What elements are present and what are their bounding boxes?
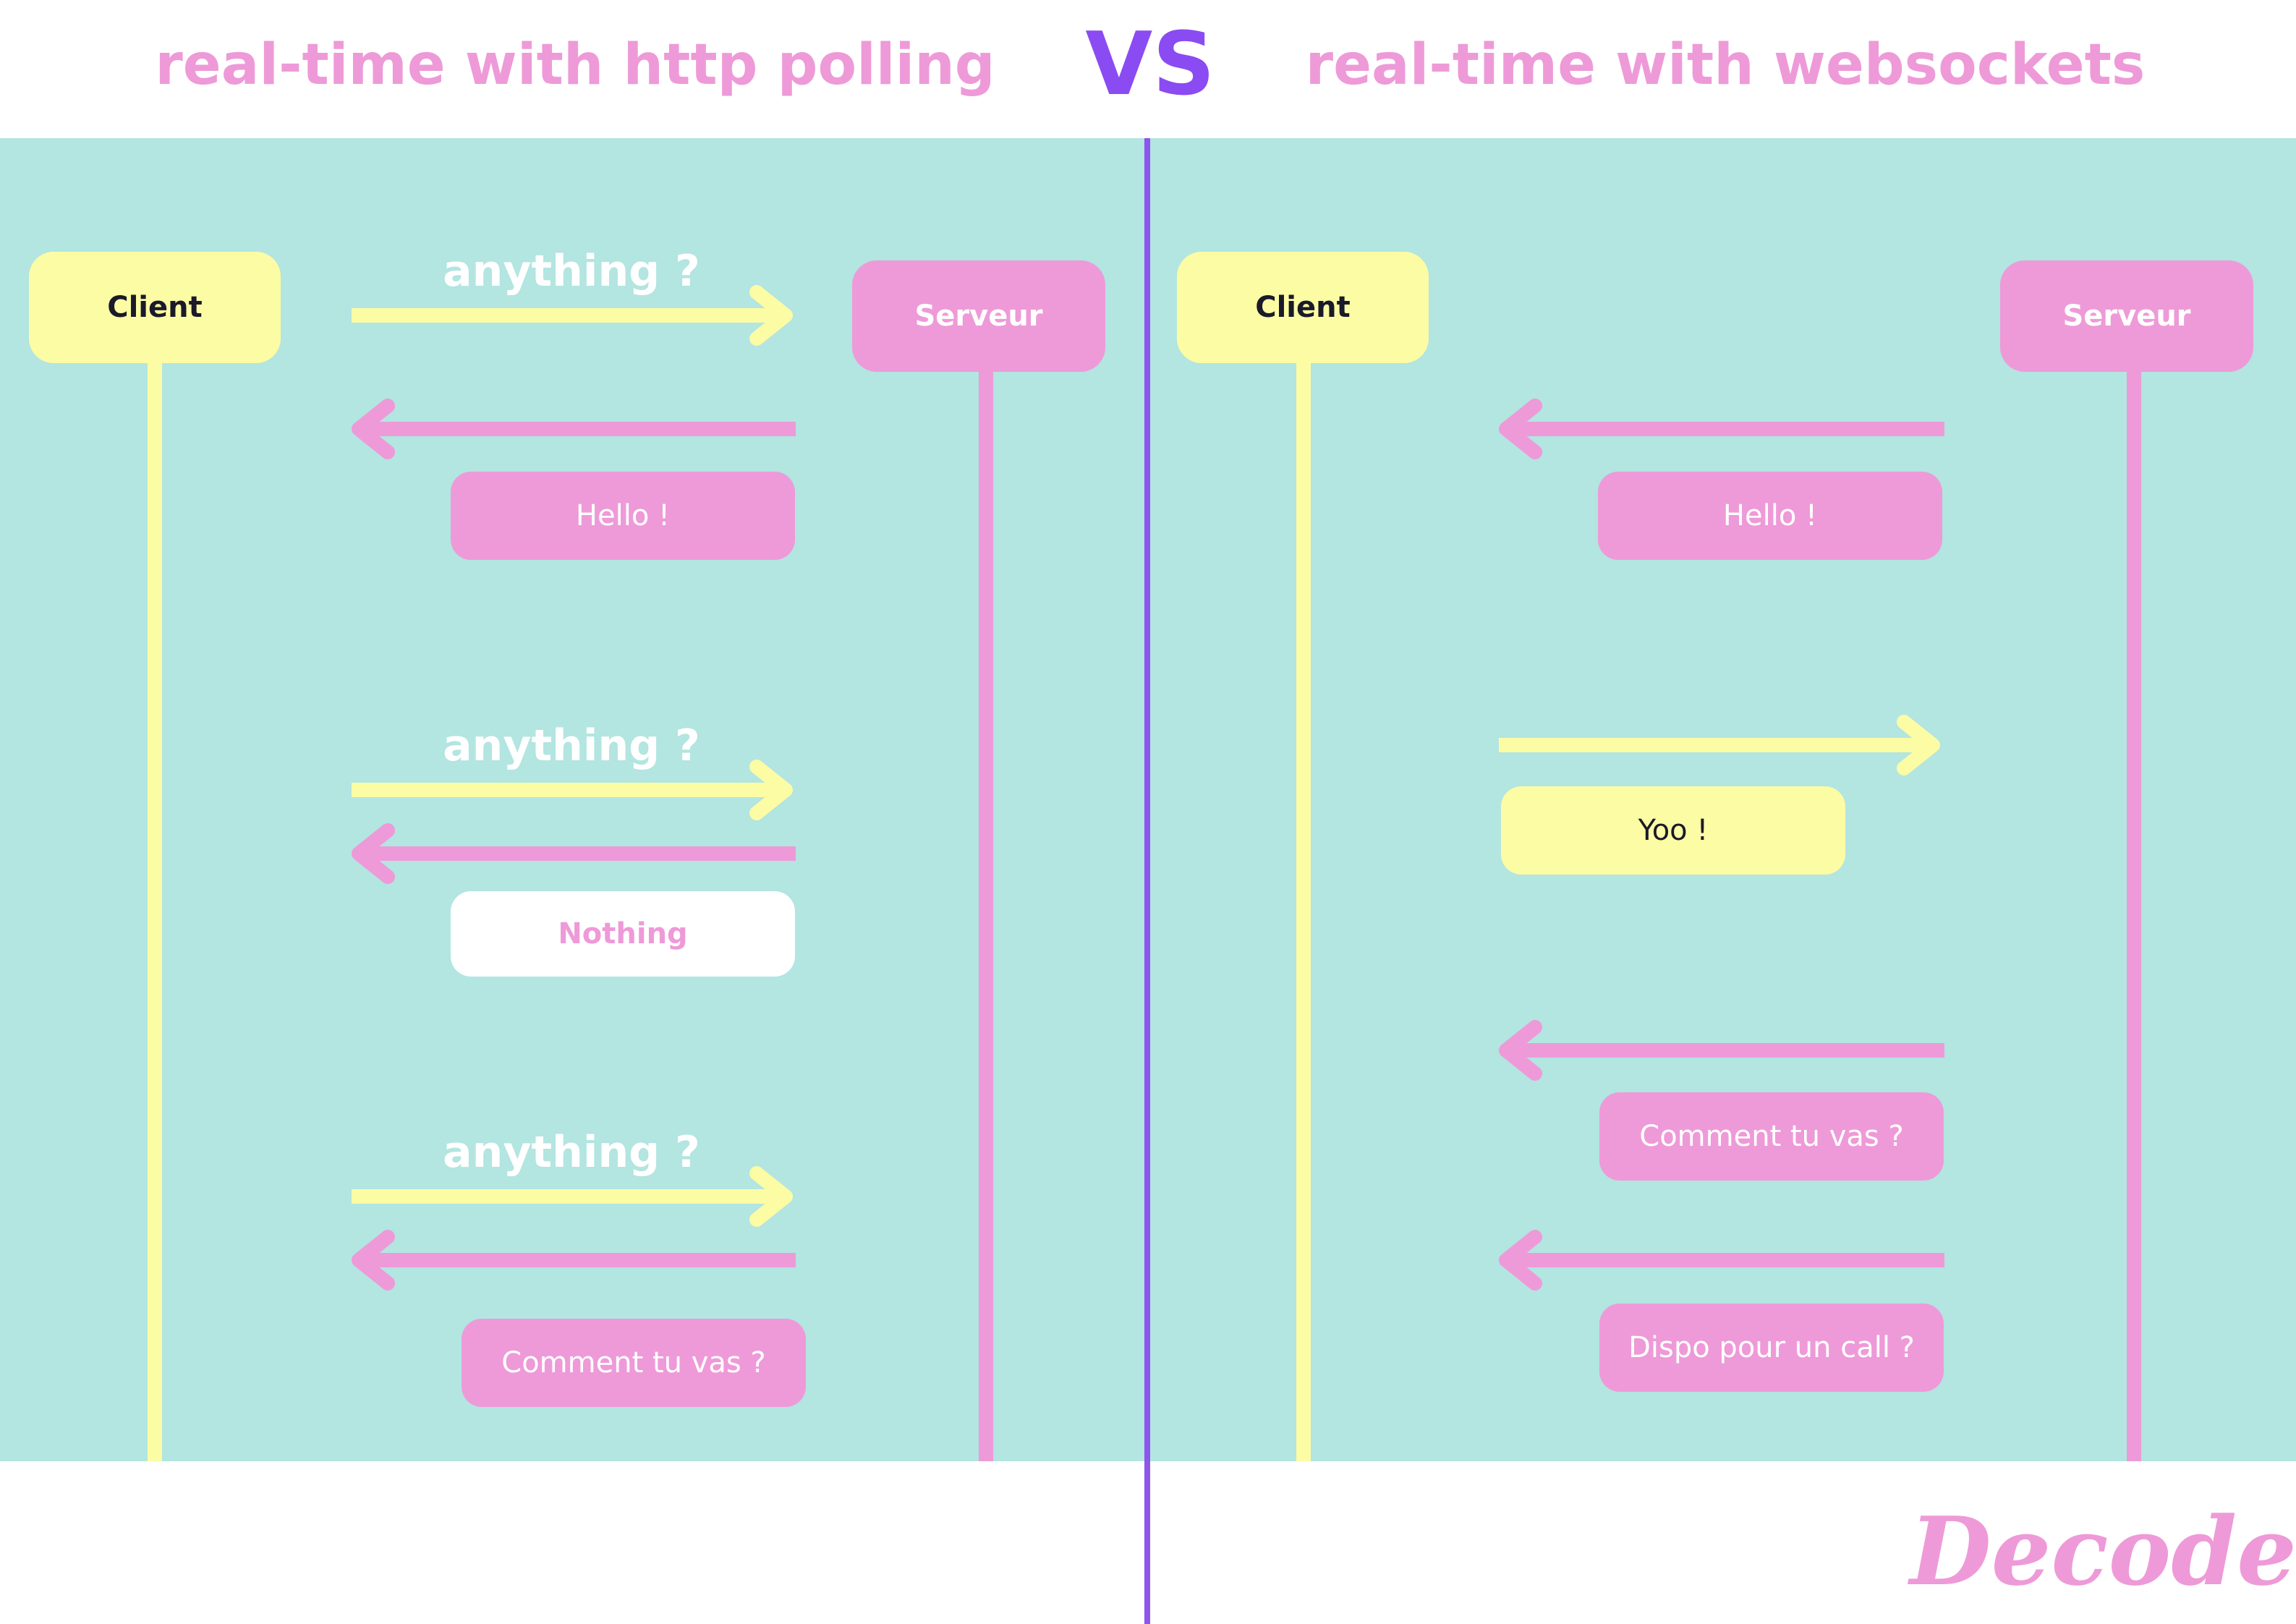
websockets-title: real-time with websockets <box>1305 33 2146 98</box>
websockets-client-lifeline <box>1296 354 1311 1461</box>
comparison-divider <box>1144 138 1150 1624</box>
polling-server-node: Serveur <box>852 260 1105 372</box>
websockets-server-arrow-2 <box>1499 1020 1944 1081</box>
websockets-server-node: Serveur <box>2000 260 2253 372</box>
websockets-client-node: Client <box>1177 252 1429 363</box>
websockets-client-arrow <box>1499 715 1940 775</box>
decode-logo: Decode <box>1910 1496 2296 1607</box>
websockets-server-lifeline <box>2127 362 2141 1461</box>
polling-client-node: Client <box>29 252 281 363</box>
polling-request-arrow-1 <box>352 285 793 346</box>
polling-response-arrow-3 <box>352 1230 796 1291</box>
websockets-server-arrow-1 <box>1499 399 1944 459</box>
websockets-message-3: Comment tu vas ? <box>1599 1092 1944 1181</box>
websockets-message-4: Dispo pour un call ? <box>1599 1304 1944 1392</box>
polling-request-label-2: anything ? <box>443 720 700 771</box>
polling-request-label-3: anything ? <box>443 1127 700 1178</box>
vs-label: VS <box>1085 14 1215 115</box>
polling-request-label-1: anything ? <box>443 246 700 297</box>
polling-title: real-time with http polling <box>155 33 995 98</box>
polling-response-1: Hello ! <box>451 472 795 560</box>
websockets-server-arrow-3 <box>1499 1230 1944 1291</box>
websockets-message-1: Hello ! <box>1598 472 1942 560</box>
polling-request-arrow-3 <box>352 1166 793 1227</box>
polling-server-lifeline <box>979 362 993 1461</box>
polling-response-2: Nothing <box>451 891 795 977</box>
websockets-message-2: Yoo ! <box>1501 786 1845 875</box>
polling-response-arrow-1 <box>352 399 796 459</box>
polling-client-lifeline <box>148 354 162 1461</box>
polling-response-arrow-2 <box>352 823 796 884</box>
polling-request-arrow-2 <box>352 760 793 820</box>
polling-response-3: Comment tu vas ? <box>462 1319 806 1407</box>
